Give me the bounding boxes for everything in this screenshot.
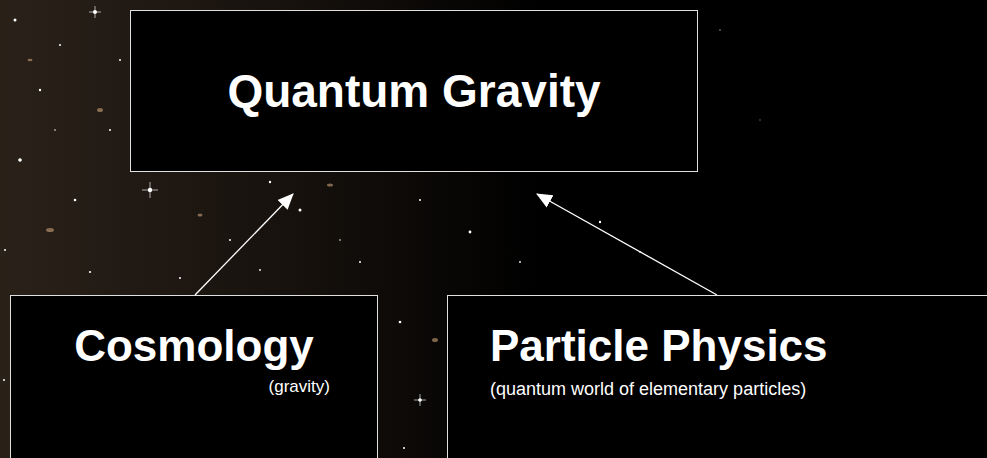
box-heading: Particle Physics [490,320,828,372]
box-heading: Cosmology [74,320,314,372]
arrow-connector [537,194,717,295]
box-subtitle: (quantum world of elementary particles) [490,378,806,400]
box-heading: Quantum Gravity [227,65,600,117]
arrow-connector [195,194,293,295]
concept-box: Quantum Gravity [130,10,698,172]
concept-box: Cosmology (gravity) [10,295,378,458]
concept-box: Particle Physics (quantum world of elemen… [447,295,987,458]
box-subtitle: (gravity) [269,376,330,398]
